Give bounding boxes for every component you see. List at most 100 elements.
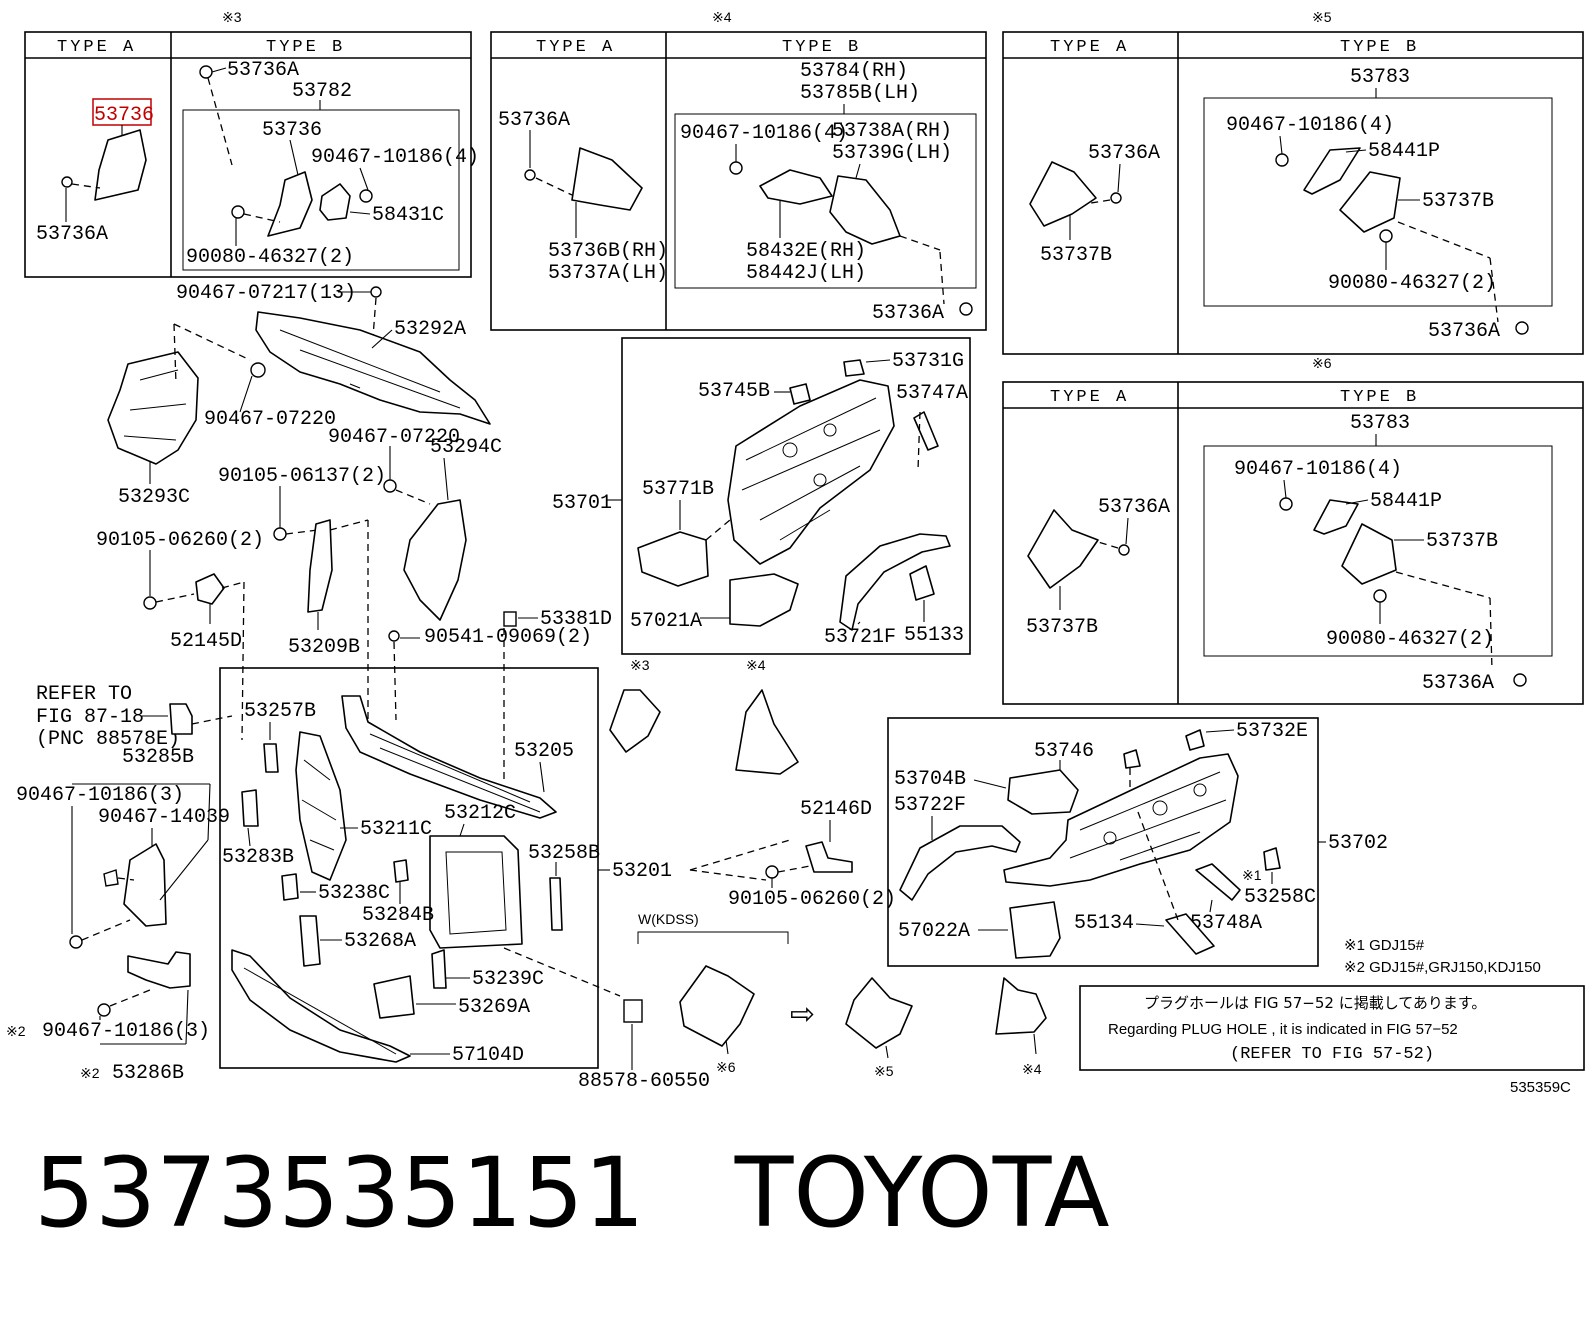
part-label[interactable]: 53257B [244,700,316,723]
part-label[interactable]: 90105-06260(2) [96,529,264,552]
part-label[interactable]: 53785B(LH) [800,82,920,105]
part-label[interactable]: 90467-07220 [328,426,460,449]
part-label[interactable]: 53747A [896,382,968,405]
part-label[interactable]: 57021A [630,610,702,633]
part-label[interactable]: 53738A(RH) [832,120,952,143]
part-label[interactable]: 57022A [898,920,970,943]
part-label[interactable]: 53746 [1034,740,1094,763]
part-label[interactable]: 53238C [318,882,390,905]
part-label[interactable]: 53737B [1026,616,1098,639]
part-label[interactable]: 53283B [222,846,294,869]
part-label[interactable]: 55134 [1074,912,1134,935]
part-label[interactable]: 53783 [1350,66,1410,89]
part-label[interactable]: 90467-10186(4) [1226,114,1394,137]
part-label[interactable]: 53721F [824,626,896,649]
part-label[interactable]: 90105-06137(2) [218,465,386,488]
shield [1009,901,1061,959]
part-label[interactable]: 90467-10186(3) [42,1020,210,1043]
part-label[interactable]: 52145D [170,630,242,653]
part-label[interactable]: 53736A [1428,320,1500,343]
highlighted-part-label[interactable]: 53736 [94,104,154,127]
part-label[interactable]: 53258C [1244,886,1316,909]
part-label[interactable]: 53269A [458,996,530,1019]
apron-lower-group: 53746 53732E 53704B 53722F 53702 ※1 5325… [887,717,1388,967]
plug-note-ref[interactable]: (REFER TO FIG 57-52) [1230,1045,1434,1064]
part-label[interactable]: 90105-06260(2) [728,888,896,911]
part-label[interactable]: 53701 [552,492,612,515]
part-label[interactable]: 53239C [472,968,544,991]
part-label[interactable]: 90467-10186(4) [311,146,479,169]
refer-note[interactable]: FIG 87-18 [36,706,144,729]
part-label[interactable]: 53736 [262,119,322,142]
part-label[interactable]: 52146D [800,798,872,821]
part-label[interactable]: 58442J(LH) [746,262,866,285]
part-label[interactable]: 53782 [292,80,352,103]
part-label[interactable]: 53205 [514,740,574,763]
part-label[interactable]: 53702 [1328,832,1388,855]
clip [959,302,973,316]
refer-note[interactable]: (PNC 88578E) [36,728,180,751]
part-label[interactable]: 53732E [1236,720,1308,743]
part-label[interactable]: 57104D [452,1044,524,1067]
part-label[interactable]: 53736A [227,59,299,82]
part-label[interactable]: 53748A [1190,912,1262,935]
part-label[interactable]: 53736A [1088,142,1160,165]
inner-box [1203,445,1553,657]
notes: ※1 GDJ15# ※2 GDJ15#,GRJ150,KDJ150 プラグホール… [1079,937,1585,1096]
part-label[interactable]: 53722F [894,794,966,817]
part-label[interactable]: 53212C [444,802,516,825]
seal-panel [267,171,313,237]
variant-mark: ※2 [6,1023,26,1039]
part-label[interactable]: 53285B [122,746,194,769]
part-label[interactable]: 53737B [1426,530,1498,553]
part-label[interactable]: 58441P [1370,490,1442,513]
part-label[interactable]: 53784(RH) [800,60,908,83]
part-label[interactable]: 53736A [36,223,108,246]
part-label[interactable]: 53737B [1040,244,1112,267]
part-label[interactable]: 53771B [642,478,714,501]
part-label[interactable]: 53736B(RH) [548,240,668,263]
part-label[interactable]: 53292A [394,318,466,341]
part-label[interactable]: 53284B [362,904,434,927]
part-label[interactable]: 53704B [894,768,966,791]
refer-note[interactable]: REFER TO [36,683,132,706]
part-label[interactable]: 90080-46327(2) [186,246,354,269]
part-label[interactable]: 53736A [1422,672,1494,695]
part-label[interactable]: 90467-10186(4) [680,122,848,145]
part-label[interactable]: 90467-10186(4) [1234,458,1402,481]
part-label[interactable]: 53286B [112,1062,184,1085]
part-label[interactable]: 53737B [1422,190,1494,213]
side-seal [403,499,467,621]
bracket [431,949,447,989]
part-label[interactable]: 53209B [288,636,360,659]
part-label[interactable]: 53739G(LH) [832,142,952,165]
part-label[interactable]: 90541-09069(2) [424,626,592,649]
part-label[interactable]: 53201 [612,860,672,883]
part-label[interactable]: 88578-60550 [578,1070,710,1093]
part-label[interactable]: 53745B [698,380,770,403]
panel-mark: ※5 [1312,9,1332,25]
part-label[interactable]: 90467-10186(3) [16,784,184,807]
part-label[interactable]: 53737A(LH) [548,262,668,285]
clip [1515,321,1529,335]
part-label[interactable]: 58431C [372,204,444,227]
part-label[interactable]: 58441P [1368,140,1440,163]
part-label[interactable]: 53783 [1350,412,1410,435]
part-label[interactable]: 53211C [360,818,432,841]
part-label[interactable]: 90080-46327(2) [1328,272,1496,295]
part-label[interactable]: 90467-07217(13) [176,282,356,305]
part-label[interactable]: 58432E(RH) [746,240,866,263]
part-label[interactable]: 90467-14039 [98,806,230,829]
part-label[interactable]: 53736A [872,302,944,325]
part-label[interactable]: 53258B [528,842,600,865]
part-label[interactable]: 53268A [344,930,416,953]
part-label[interactable]: 90080-46327(2) [1326,628,1494,651]
part-label[interactable]: 55133 [904,624,964,647]
part-label[interactable]: 53293C [118,486,190,509]
part-label[interactable]: 53731G [892,350,964,373]
part-label[interactable]: 53736A [1098,496,1170,519]
part-label[interactable]: 53294C [430,436,502,459]
part-label[interactable]: 53381D [540,608,612,631]
part-label[interactable]: 53736A [498,109,570,132]
part-label[interactable]: 90467-07220 [204,408,336,431]
